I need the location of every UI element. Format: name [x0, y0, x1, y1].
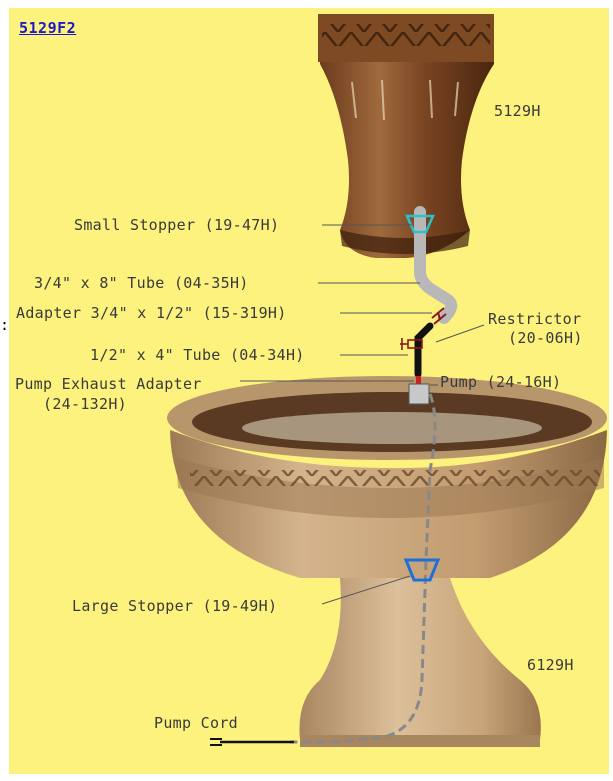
tube-1-2-label: 1/2" x 4" Tube (04-34H)	[90, 347, 305, 364]
upper-urn-label: 5129H	[494, 103, 541, 120]
stray-colon: :	[0, 316, 9, 334]
fountain-bowl	[167, 376, 607, 578]
pump-exhaust-adapter-code-label: (24-132H)	[43, 396, 127, 413]
upper-urn	[318, 14, 494, 258]
adapter-label: Adapter 3/4" x 1/2" (15-319H)	[16, 305, 287, 322]
tube-1-2-x-4	[418, 326, 430, 374]
base-label: 6129H	[527, 657, 574, 674]
restrictor-label: Restrictor	[488, 311, 581, 328]
small-stopper-label: Small Stopper (19-47H)	[74, 217, 279, 234]
pump-label: Pump (24-16H)	[440, 374, 561, 391]
fountain-base	[299, 578, 540, 747]
pump-shape	[409, 384, 429, 404]
restrictor-code-label: (20-06H)	[508, 330, 583, 347]
document-id-link[interactable]: 5129F2	[19, 19, 76, 37]
pump-exhaust-adapter-shape	[416, 376, 421, 384]
large-stopper-label: Large Stopper (19-49H)	[72, 598, 277, 615]
pump-exhaust-adapter-label: Pump Exhaust Adapter	[15, 376, 202, 393]
tube-3-4-label: 3/4" x 8" Tube (04-35H)	[34, 275, 249, 292]
pump-cord-label: Pump Cord	[154, 715, 238, 732]
